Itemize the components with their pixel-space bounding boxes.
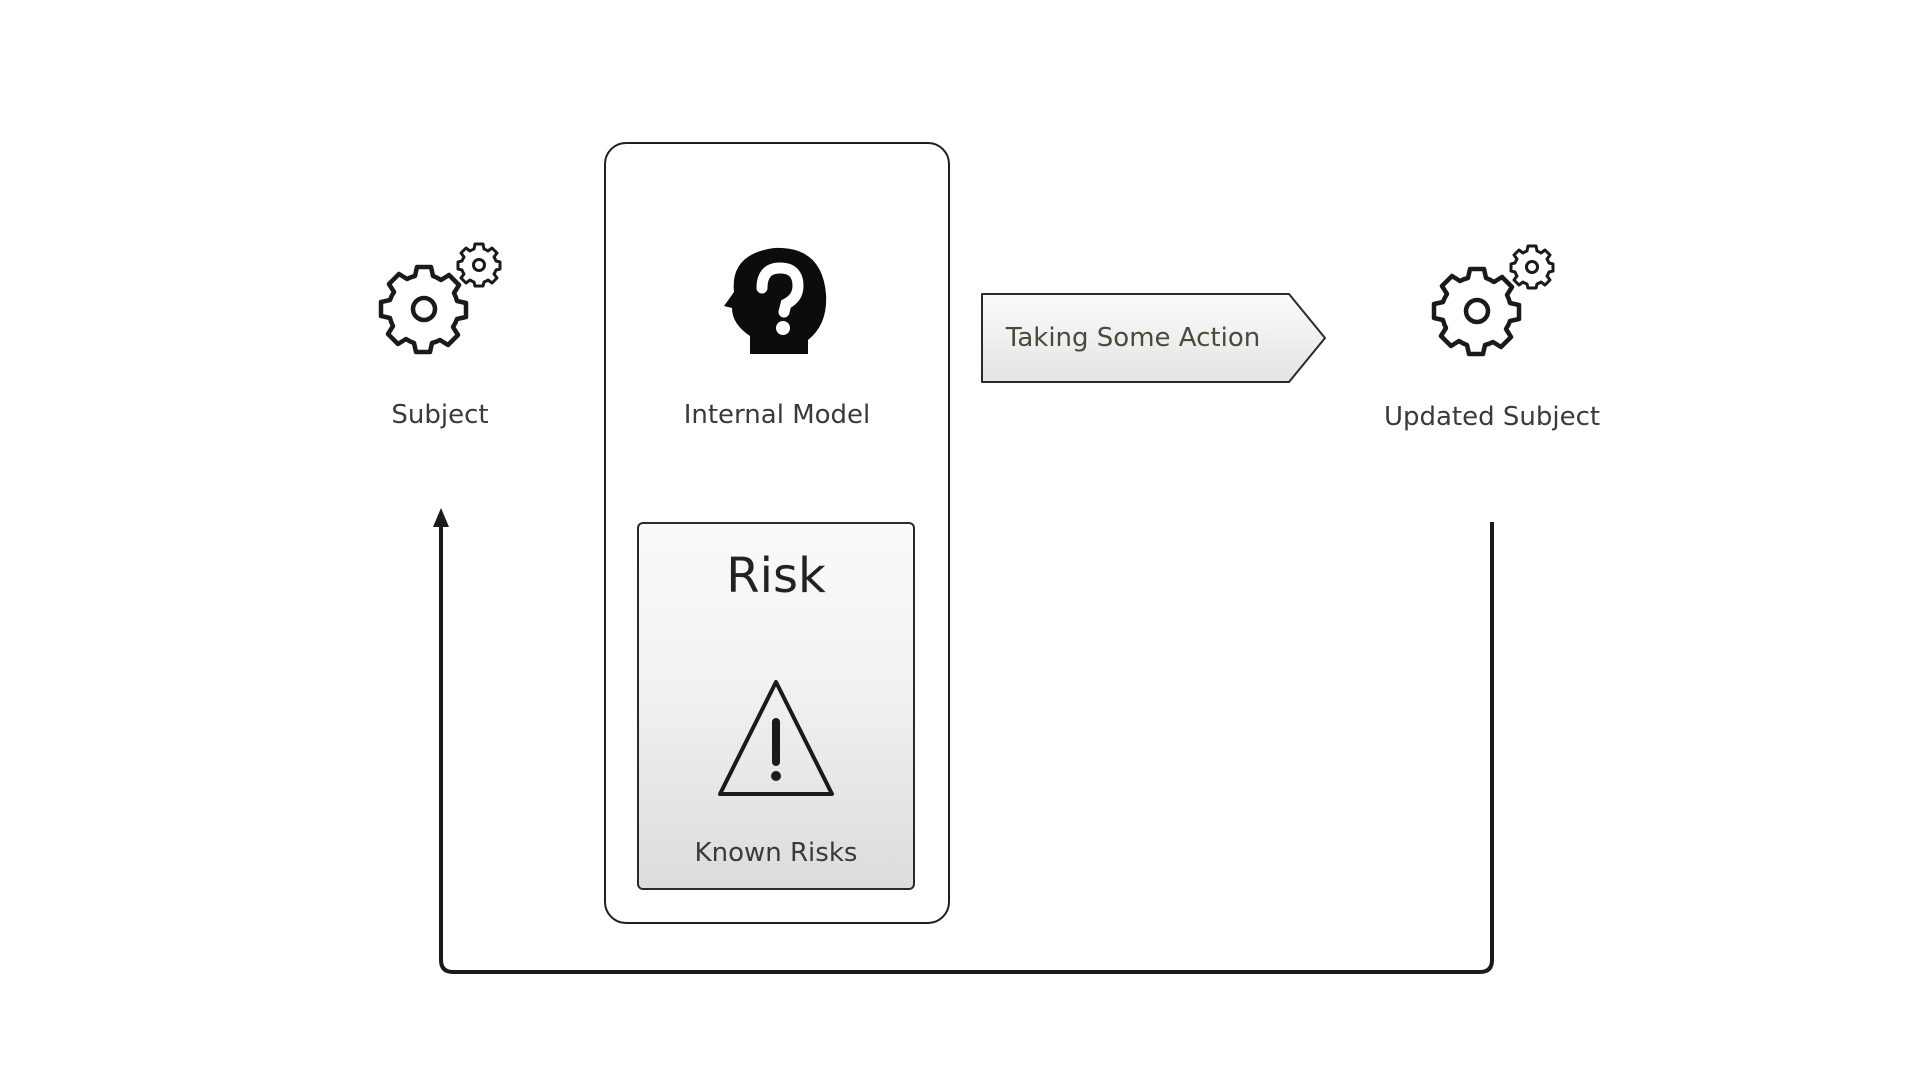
action-label: Taking Some Action <box>1005 323 1261 353</box>
action-arrow-shape <box>981 293 1326 383</box>
gears-icon <box>378 242 502 355</box>
warning-triangle-icon <box>718 680 834 796</box>
risk-card <box>637 522 915 890</box>
known-risks-label: Known Risks <box>694 838 858 868</box>
arrowhead-icon <box>433 508 449 527</box>
updated-subject-label: Updated Subject <box>1383 402 1601 432</box>
internal-model-label: Internal Model <box>683 400 871 430</box>
head-question-icon <box>724 247 827 354</box>
risk-title: Risk <box>726 548 826 604</box>
subject-label: Subject <box>391 400 489 430</box>
gears-icon <box>1431 244 1555 357</box>
